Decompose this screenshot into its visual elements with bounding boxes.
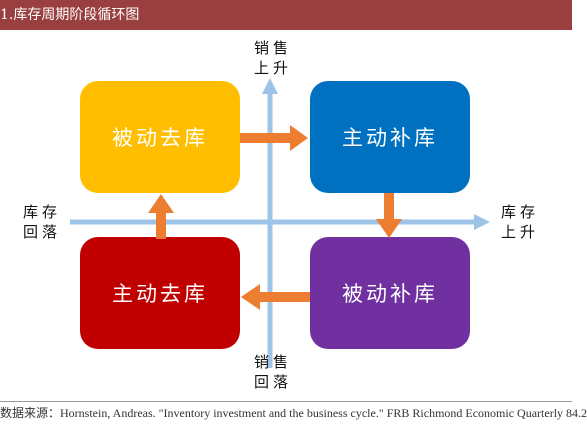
label-sales-rising: 销售 上升 — [245, 38, 301, 78]
box-active-restocking-label: 主动补库 — [342, 126, 438, 150]
label-sales-rising-line2: 上升 — [253, 59, 292, 77]
label-inventory-rising: 库存 上升 — [492, 202, 548, 242]
box-active-destocking: 主动去库 — [80, 237, 240, 349]
box-active-destocking-label: 主动去库 — [112, 282, 208, 306]
label-inventory-rising-line2: 上升 — [500, 223, 539, 241]
box-passive-restocking: 被动补库 — [310, 237, 470, 349]
vertical-axis-arrowhead — [262, 78, 278, 94]
inventory-cycle-diagram: 被动去库 主动补库 主动去库 被动补库 销售 上升 — [0, 30, 572, 400]
label-sales-rising-line1: 销售 — [253, 39, 292, 57]
source-divider — [0, 401, 572, 402]
arrow-to-passive-restocking — [376, 193, 402, 238]
cycle-arrows — [148, 125, 402, 310]
horizontal-axis-arrowhead — [474, 214, 490, 230]
box-passive-restocking-label: 被动补库 — [342, 282, 438, 306]
label-sales-falling-line2: 回落 — [253, 373, 292, 391]
box-active-restocking: 主动补库 — [310, 81, 470, 193]
label-inventory-falling-line2: 回落 — [22, 223, 61, 241]
label-inventory-rising-line1: 库存 — [500, 203, 539, 221]
arrow-to-active-restocking — [240, 125, 308, 151]
label-inventory-falling-line1: 库存 — [22, 203, 61, 221]
chart-title-bar: 1.库存周期阶段循环图 — [0, 0, 572, 30]
label-inventory-falling: 库存 回落 — [14, 202, 70, 242]
box-passive-destocking: 被动去库 — [80, 81, 240, 193]
arrow-to-active-destocking — [241, 284, 310, 310]
chart-title: 1.库存周期阶段循环图 — [0, 7, 140, 23]
label-sales-falling: 销售 回落 — [245, 352, 301, 392]
source-note: 数据来源：Hornstein, Andreas. "Inventory inve… — [0, 406, 587, 420]
box-passive-destocking-label: 被动去库 — [112, 126, 208, 150]
arrow-to-passive-destocking — [148, 194, 174, 239]
label-sales-falling-line1: 销售 — [253, 353, 292, 371]
